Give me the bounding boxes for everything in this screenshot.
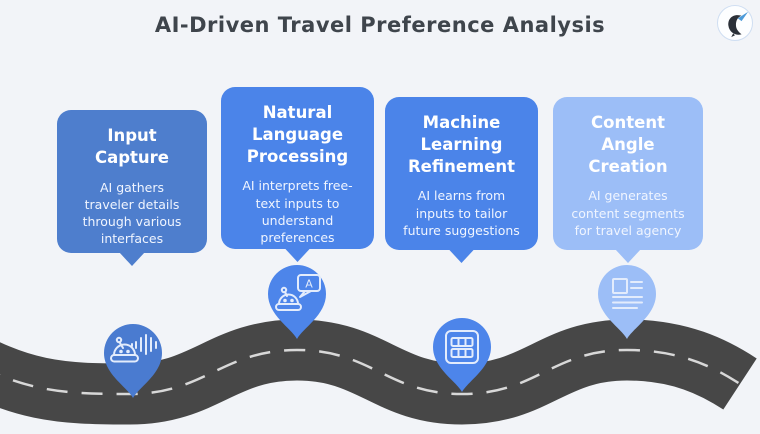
- article-layout-icon: [612, 278, 643, 309]
- pin-input-capture: [104, 324, 162, 398]
- robot-voice-wave-icon: [110, 334, 157, 363]
- step-card-machine-learning-refinement: Machine Learning Refinement AI learns fr…: [385, 97, 538, 263]
- pin-content-angle-creation: [598, 265, 656, 339]
- bubble-letter: A: [305, 278, 313, 291]
- robot-chat-bubble-icon: A: [275, 274, 321, 311]
- step-card-content-angle-creation: Content Angle Creation AI generates cont…: [553, 97, 703, 263]
- brand-logo: [717, 5, 753, 41]
- step-title: Input Capture: [94, 126, 170, 167]
- step-card-natural-language-processing: Natural Language Processing AI interpret…: [221, 87, 374, 262]
- bird-logo-icon: [728, 11, 749, 38]
- step-title: Natural Language Processing: [246, 103, 349, 166]
- step-title: Content Angle Creation: [588, 113, 668, 176]
- page-title: AI-Driven Travel Preference Analysis: [154, 13, 606, 37]
- step-description: AI generates content segments for travel…: [571, 188, 685, 238]
- data-grid-icon: [445, 330, 479, 364]
- step-description: AI gathers traveler details through vari…: [82, 179, 182, 247]
- pin-natural-language-processing: A: [268, 265, 326, 339]
- step-title: Machine Learning Refinement: [407, 113, 516, 176]
- step-description: AI learns from inputs to tailor future s…: [403, 188, 520, 238]
- step-description: AI interprets free-text inputs to unders…: [242, 178, 353, 246]
- pin-machine-learning-refinement: [433, 318, 491, 392]
- road-center-dashes: [0, 348, 741, 396]
- step-card-input-capture: Input Capture AI gathers traveler detail…: [57, 110, 207, 266]
